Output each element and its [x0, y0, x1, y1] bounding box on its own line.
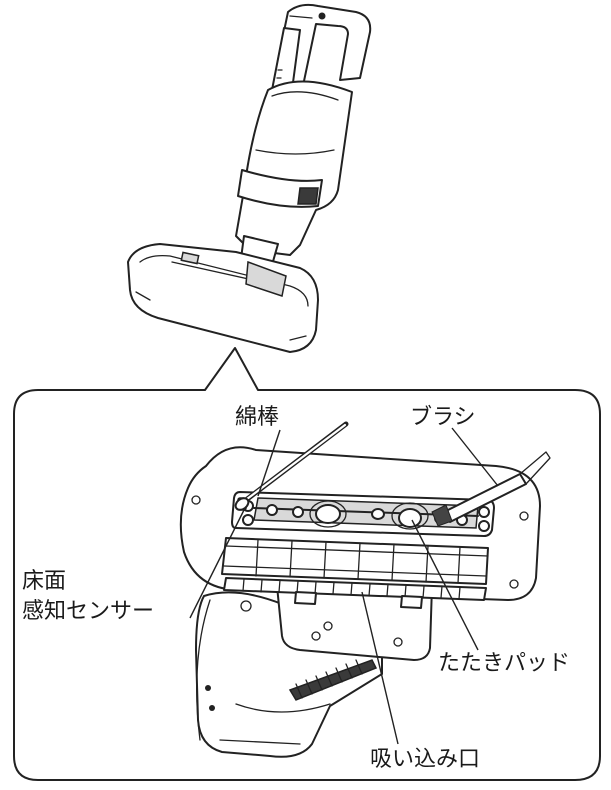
label-floor-sensor-line2: 感知センサー	[22, 599, 155, 624]
leader-cotton-swab	[257, 429, 281, 497]
cleaning-brush	[431, 451, 551, 527]
label-tapping-pad: たたきパッド	[438, 651, 571, 676]
callout-frame	[13, 347, 601, 781]
label-suction-inlet: 吸い込み口	[370, 747, 481, 772]
label-cotton-swab: 綿棒	[235, 405, 280, 430]
label-brush: ブラシ	[410, 405, 476, 430]
leader-floor-sensor	[189, 509, 245, 619]
stick-vacuum	[127, 3, 372, 353]
leader-tapping-pad	[411, 519, 479, 651]
label-floor-sensor-line1: 床面	[22, 569, 67, 594]
leader-suction-inlet	[361, 591, 399, 745]
leader-lines	[189, 427, 499, 745]
floor-head-underside	[179, 446, 541, 758]
ribbed-grip	[288, 659, 378, 701]
cotton-swab	[234, 421, 349, 511]
leader-brush	[451, 427, 499, 487]
